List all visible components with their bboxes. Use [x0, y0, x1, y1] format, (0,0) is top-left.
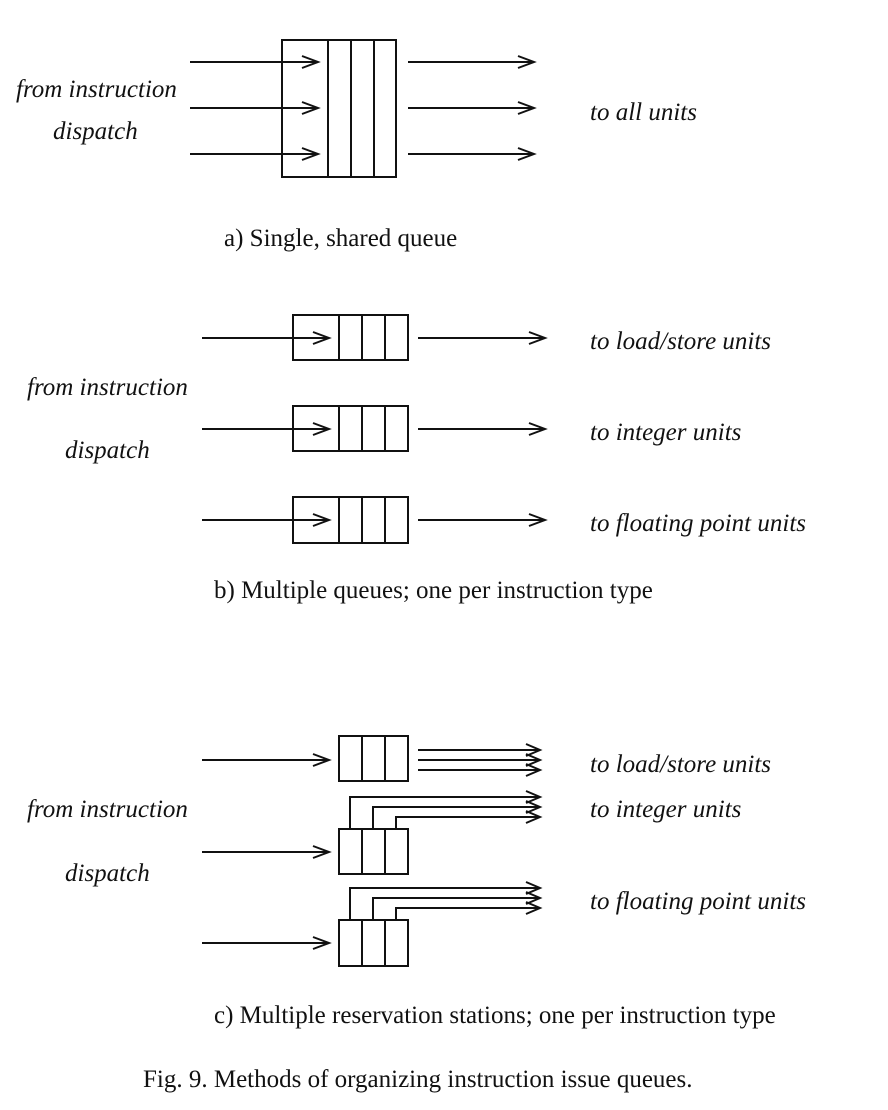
output-arrow [408, 147, 537, 161]
output-arrow [418, 422, 548, 436]
panel-a: from instruction dispatch [16, 39, 697, 252]
floating-point-reservation-station [338, 919, 409, 967]
load-store-reservation-station [338, 735, 409, 782]
panel-b-caption: b) Multiple queues; one per instruction … [214, 577, 653, 604]
panel-c-source-label-line2: dispatch [65, 860, 150, 887]
panel-c: from instruction dispatch to load/store … [27, 735, 806, 1029]
input-arrow [202, 422, 332, 436]
integer-reservation-station [338, 828, 409, 875]
panel-c-caption: c) Multiple reservation stations; one pe… [214, 1002, 776, 1029]
output-bus-load-store [418, 743, 543, 777]
panel-a-source-label-line1: from instruction [16, 76, 177, 103]
output-bus-integer [349, 790, 543, 829]
input-arrow [190, 147, 321, 161]
panel-b-target-label-floating-point: to floating point units [590, 510, 806, 537]
output-arrow [408, 55, 537, 69]
panel-b-source-label-line1: from instruction [27, 374, 188, 401]
panel-b-target-label-load-store: to load/store units [590, 328, 771, 355]
panel-c-target-label-floating-point: to floating point units [590, 888, 806, 915]
input-arrow [190, 101, 321, 115]
input-arrow [190, 55, 321, 69]
panel-b-target-label-integer: to integer units [590, 419, 741, 446]
input-arrow [202, 513, 332, 527]
input-arrow [202, 845, 332, 859]
panel-b-source-label-line2: dispatch [65, 437, 150, 464]
panel-c-source-label-line1: from instruction [27, 796, 188, 823]
panel-a-caption: a) Single, shared queue [224, 225, 457, 252]
output-bus-floating-point [349, 881, 543, 920]
panel-c-target-label-load-store: to load/store units [590, 751, 771, 778]
panel-c-target-label-integer: to integer units [590, 796, 741, 823]
output-arrow [418, 513, 548, 527]
output-arrow [418, 331, 548, 345]
figure-caption: Fig. 9. Methods of organizing instructio… [143, 1066, 693, 1093]
output-arrow [408, 101, 537, 115]
input-arrow [202, 331, 332, 345]
input-arrow [202, 936, 332, 950]
panel-b: from instruction dispatch to load/store … [27, 314, 806, 604]
panel-a-source-label-line2: dispatch [53, 118, 138, 145]
panel-a-target-label: to all units [590, 99, 697, 126]
input-arrow [202, 753, 332, 767]
